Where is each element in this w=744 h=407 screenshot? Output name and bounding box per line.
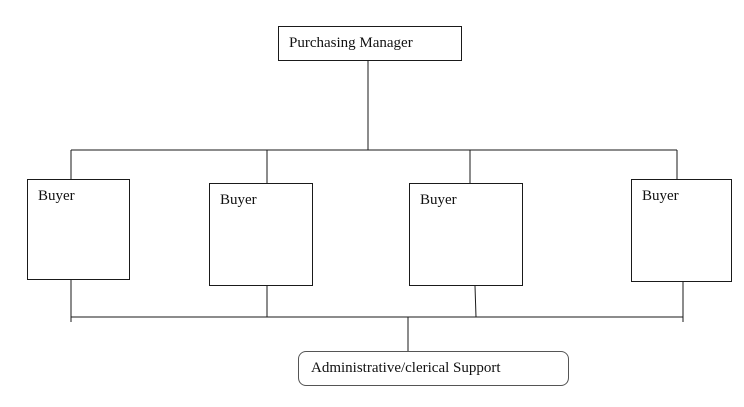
buyer-label: Buyer [420, 192, 457, 208]
buyer-label: Buyer [642, 188, 679, 204]
buyer-box-4: Buyer [631, 179, 732, 282]
buyer-box-2: Buyer [209, 183, 313, 286]
buyer-box-3: Buyer [409, 183, 523, 286]
buyer-box-1: Buyer [27, 179, 130, 280]
purchasing-manager-box: Purchasing Manager [278, 26, 462, 61]
administrative-support-label: Administrative/clerical Support [311, 360, 501, 376]
buyer-label: Buyer [220, 192, 257, 208]
administrative-support-box: Administrative/clerical Support [298, 351, 569, 386]
buyer-3-bottom-connector [474, 285, 477, 318]
buyer-label: Buyer [38, 188, 75, 204]
purchasing-manager-label: Purchasing Manager [289, 35, 413, 51]
